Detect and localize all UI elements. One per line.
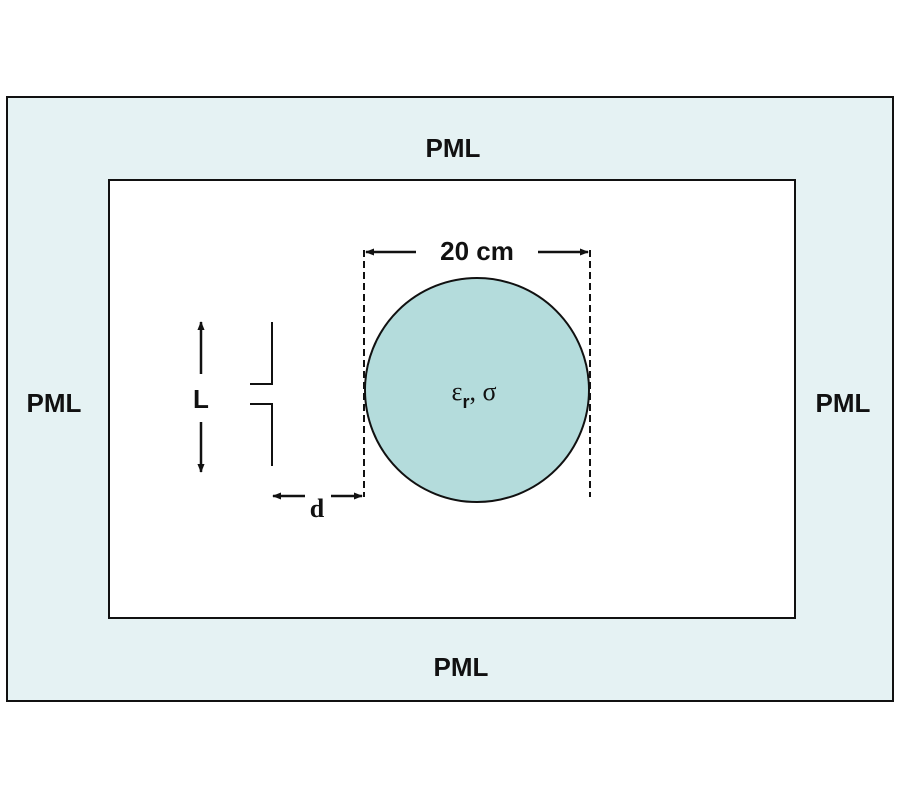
pml-right-label: PML <box>816 388 871 418</box>
dielectric-cylinder <box>364 277 590 503</box>
distance-label: d <box>310 494 325 523</box>
pml-top-label: PML <box>426 133 481 163</box>
material-label: εr, σ <box>452 377 497 412</box>
dipole-antenna <box>250 322 273 466</box>
diameter-label: 20 cm <box>440 236 514 266</box>
pml-left-label: PML <box>27 388 82 418</box>
length-label: L <box>193 384 209 414</box>
pml-bottom-label: PML <box>434 652 489 682</box>
